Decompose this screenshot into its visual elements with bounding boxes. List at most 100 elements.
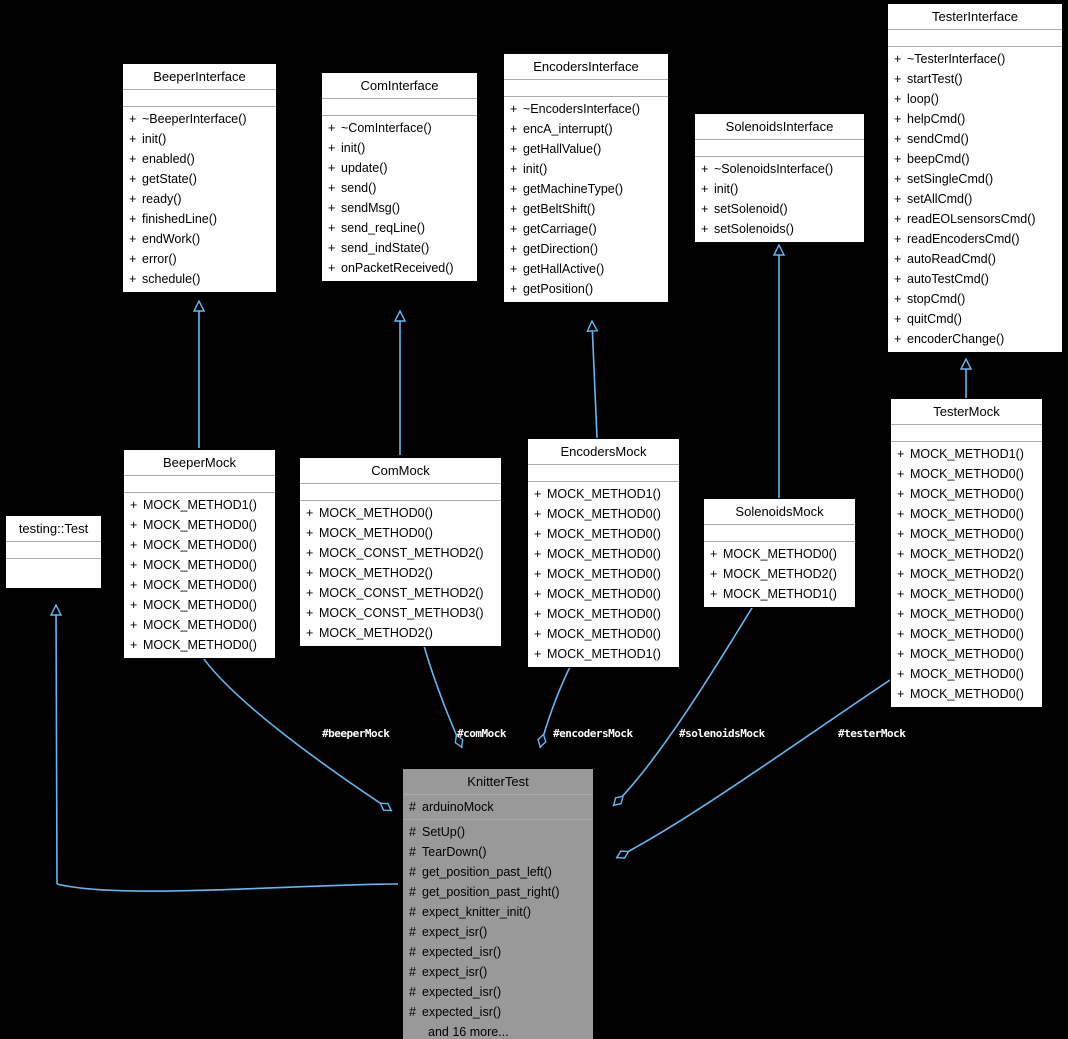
class-operations: +~ComInterface()+init()+update()+send()+… xyxy=(322,116,477,281)
member-label: MOCK_METHOD0() xyxy=(547,547,661,561)
visibility-marker: + xyxy=(897,567,905,581)
member-label: MOCK_METHOD0() xyxy=(547,587,661,601)
class-member: +MOCK_METHOD1() xyxy=(528,644,679,664)
member-label: setSolenoid() xyxy=(714,202,788,216)
member-label: quitCmd() xyxy=(907,312,962,326)
class-attributes: # arduinoMock xyxy=(403,795,593,820)
member-label: MOCK_METHOD0() xyxy=(910,487,1024,501)
member-label: ~TesterInterface() xyxy=(907,52,1006,66)
class-member: +MOCK_METHOD0() xyxy=(300,523,501,543)
class-member: +endWork() xyxy=(123,229,276,249)
member-label: onPacketReceived() xyxy=(341,261,454,275)
visibility-marker: + xyxy=(701,162,709,176)
member-label: stopCmd() xyxy=(907,292,966,306)
class-box-cominterface[interactable]: ComInterface +~ComInterface()+init()+upd… xyxy=(321,72,478,282)
class-operations: +~EncodersInterface()+encA_interrupt()+g… xyxy=(504,97,668,302)
class-box-beeperinterface[interactable]: BeeperInterface +~BeeperInterface()+init… xyxy=(122,63,277,293)
class-box-encodersmock[interactable]: EncodersMock +MOCK_METHOD1()+MOCK_METHOD… xyxy=(527,438,680,668)
visibility-marker: + xyxy=(710,567,718,581)
class-box-solenoidsmock[interactable]: SolenoidsMock +MOCK_METHOD0()+MOCK_METHO… xyxy=(703,498,856,608)
class-member: + MOCK_METHOD0() xyxy=(891,484,1042,504)
class-member: +MOCK_METHOD1() xyxy=(704,584,855,604)
class-member: #expect_knitter_init() xyxy=(403,902,593,922)
class-member: +MOCK_METHOD0() xyxy=(891,584,1042,604)
visibility-marker: + xyxy=(328,161,336,175)
class-member: +getHallActive() xyxy=(504,259,668,279)
class-box-knittertest[interactable]: KnitterTest #arduinoMock #SetUp()#TearDo… xyxy=(402,768,594,1039)
visibility-marker: + xyxy=(897,667,905,681)
class-member: +MOCK_METHOD0() xyxy=(124,555,275,575)
visibility-marker: + xyxy=(306,626,314,640)
class-member: +~TesterInterface() xyxy=(888,49,1062,69)
member-label: expect_knitter_init() xyxy=(422,905,532,919)
visibility-marker: + xyxy=(534,587,542,601)
member-label: MOCK_METHOD0() xyxy=(143,638,257,652)
member-label: MOCK_METHOD0() xyxy=(143,618,257,632)
visibility-marker: + xyxy=(129,172,137,186)
class-member: +getMachineType() xyxy=(504,179,668,199)
class-member: + MOCK_METHOD0() xyxy=(891,664,1042,684)
class-member: +MOCK_METHOD0() xyxy=(704,544,855,564)
class-member: +MOCK_METHOD2() xyxy=(300,563,501,583)
class-title: BeeperInterface xyxy=(123,64,276,90)
visibility-marker: # xyxy=(409,800,416,814)
class-member: +MOCK_CONST_METHOD2() xyxy=(300,543,501,563)
class-title: testing::Test xyxy=(6,516,101,542)
visibility-marker: + xyxy=(130,538,138,552)
visibility-marker: + xyxy=(897,467,905,481)
class-member: +~BeeperInterface() xyxy=(123,109,276,129)
visibility-marker: + xyxy=(894,92,902,106)
visibility-marker: + xyxy=(306,566,314,580)
visibility-marker: + xyxy=(897,507,905,521)
class-title: ComMock xyxy=(300,458,501,484)
class-operations: +MOCK_METHOD1()+MOCK_METHOD0()+MOCK_METH… xyxy=(124,493,275,658)
member-label: get_position_past_left() xyxy=(422,865,552,879)
member-label: getBeltShift() xyxy=(523,202,596,216)
class-member: +error() xyxy=(123,249,276,269)
visibility-marker: + xyxy=(510,142,518,156)
class-box-solenoidsinterface[interactable]: SolenoidsInterface +~SolenoidsInterface(… xyxy=(694,113,865,243)
visibility-marker: + xyxy=(306,506,314,520)
visibility-marker: + xyxy=(897,527,905,541)
member-label: MOCK_METHOD0() xyxy=(910,667,1024,681)
class-member: +MOCK_METHOD0() xyxy=(891,684,1042,704)
visibility-marker: + xyxy=(510,242,518,256)
member-label: MOCK_CONST_METHOD3() xyxy=(319,606,484,620)
visibility-marker: + xyxy=(328,181,336,195)
member-label: MOCK_METHOD0() xyxy=(910,687,1024,701)
edge-knittertest-inherits-testing-test xyxy=(56,606,57,885)
class-title: KnitterTest xyxy=(403,769,593,795)
member-label: init() xyxy=(714,182,739,196)
visibility-marker: + xyxy=(129,132,137,146)
visibility-marker: + xyxy=(328,201,336,215)
member-label: sendCmd() xyxy=(907,132,969,146)
visibility-marker: + xyxy=(897,647,905,661)
member-label: loop() xyxy=(907,92,939,106)
visibility-marker: # xyxy=(409,965,416,979)
class-title: SolenoidsInterface xyxy=(695,114,864,140)
visibility-marker: + xyxy=(534,607,542,621)
visibility-marker: # xyxy=(409,885,416,899)
class-member: +MOCK_METHOD0() xyxy=(528,544,679,564)
member-label: error() xyxy=(142,252,177,266)
class-member: +enabled() xyxy=(123,149,276,169)
class-box-testermock[interactable]: TesterMock +MOCK_METHOD1()+MOCK_METHOD0(… xyxy=(890,398,1043,708)
visibility-marker: + xyxy=(701,222,709,236)
class-box-beepermock[interactable]: BeeperMock +MOCK_METHOD1()+MOCK_METHOD0(… xyxy=(123,449,276,659)
member-label: beepCmd() xyxy=(907,152,970,166)
class-box-testerinterface[interactable]: TesterInterface +~TesterInterface()+star… xyxy=(887,3,1063,353)
visibility-marker: + xyxy=(130,498,138,512)
class-member: +MOCK_METHOD0() xyxy=(124,535,275,555)
edge-label-encodersmock: #encodersMock xyxy=(553,727,633,740)
visibility-marker: + xyxy=(897,487,905,501)
class-member: +MOCK_METHOD2() xyxy=(891,544,1042,564)
member-label: arduinoMock xyxy=(422,800,494,814)
class-box-testing-test[interactable]: testing::Test xyxy=(5,515,102,589)
class-operations: +~TesterInterface()+startTest()+loop()+h… xyxy=(888,47,1062,352)
member-label: TearDown() xyxy=(422,845,487,859)
visibility-marker: + xyxy=(130,638,138,652)
visibility-marker: + xyxy=(306,526,314,540)
visibility-marker: + xyxy=(130,518,138,532)
class-box-encodersinterface[interactable]: EncodersInterface +~EncodersInterface()+… xyxy=(503,53,669,303)
class-box-commock[interactable]: ComMock +MOCK_METHOD0()+MOCK_METHOD0()+M… xyxy=(299,457,502,647)
